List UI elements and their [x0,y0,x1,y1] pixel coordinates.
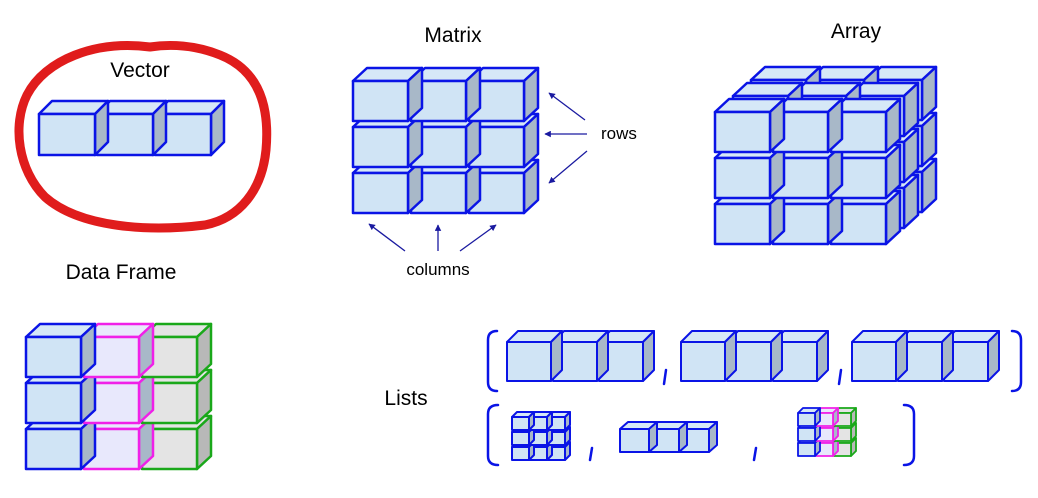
cube-shapes [24,65,1000,471]
cube-front [351,125,410,169]
list2-close-bracket [902,403,916,467]
data-frame-cubes [24,322,213,471]
cube-front [24,427,83,471]
list2-comma [588,446,594,462]
list2-matrix-cell [511,411,535,431]
cube-front [511,446,530,461]
cube-front [24,335,83,379]
cube-front [37,112,97,157]
annotation-arrows [368,92,588,252]
vector-cubes-cell [95,99,168,157]
rows-arrow-down [548,150,588,184]
array-label: Array [831,20,882,43]
cube-front [351,171,410,215]
cube-front [713,202,772,246]
rows-arrow-up [548,92,586,121]
list1-vector-3 [851,330,1000,382]
cube-front [511,431,530,446]
rows-annotation: rows [601,124,637,143]
list1-comma [837,368,843,386]
cube-front [713,110,772,154]
cube-front [851,341,897,382]
vector-label: Vector [110,59,170,82]
data-frame-cubes-cell [24,322,97,379]
highlight-circle [14,41,272,233]
list2-comma [752,446,758,462]
cube-front [797,412,816,427]
matrix-label: Matrix [424,24,482,47]
cube-front [24,381,83,425]
columns-arrow-right [459,224,497,252]
list2-data-frame [797,407,857,457]
list1-comma [662,368,668,386]
cube-front [511,416,530,431]
list1-close-bracket [1010,329,1023,393]
list1-vector-1-cell [506,330,563,382]
cube-front [797,427,816,442]
list1-vector-2-cell [680,330,737,382]
array-layer-1-cell [713,97,786,154]
list1-vector-1 [506,330,655,382]
cube-front [351,79,410,123]
list1-vector-2 [680,330,829,382]
list2-data-frame-cell [797,407,821,427]
list2-open-bracket [486,403,500,467]
array-layer-1 [713,97,902,246]
cube-front [680,341,726,382]
data-frame-label: Data Frame [66,261,177,284]
vector-cubes [37,99,226,157]
list2-matrix-cell [547,411,571,431]
cube-front [409,125,468,169]
cube-front [506,341,552,382]
matrix-cubes-cell [351,66,424,123]
list1-open-bracket [486,329,499,393]
list1-vector-3-cell [851,330,908,382]
list2-vector-cell [619,421,658,453]
lists-label: Lists [384,387,427,410]
cube-front [619,428,650,453]
cube-front [713,156,772,200]
list1-vector-1-cell [552,330,609,382]
list2-data-frame-cell [833,407,857,427]
matrix-cubes-cell [467,66,540,123]
columns-annotation: columns [406,260,469,279]
cube-front [797,442,816,457]
array-layer-1-cell [771,97,844,154]
list2-matrix [511,411,571,461]
matrix-cubes [351,66,540,215]
vector-cubes-cell [37,99,110,157]
list2-vector [619,421,718,453]
list-brackets [486,329,1023,467]
columns-arrow-left [368,223,406,252]
